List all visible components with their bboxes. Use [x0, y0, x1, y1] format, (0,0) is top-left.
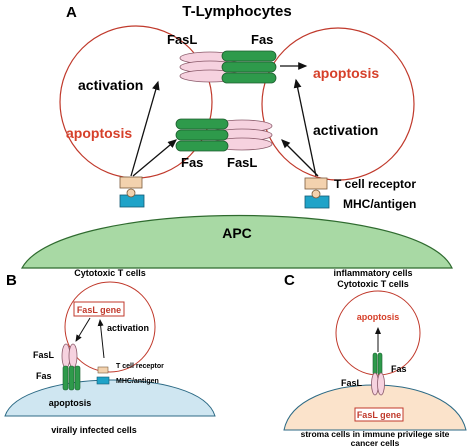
- top-fas-molecule: [221, 72, 277, 84]
- panel-c-bottom-line1: stroma cells in immune privilege site: [301, 429, 450, 439]
- panel-b-fasl-label: FasL: [33, 350, 55, 360]
- arrow-left-receptor-to-activation: [130, 80, 160, 177]
- left-antigen: [126, 188, 136, 198]
- virally-infected-cell: [4, 379, 216, 417]
- panel-b-t-cell: [64, 281, 156, 373]
- panel-c-fas-molecule: [372, 352, 378, 376]
- panel-b-fasl-gene-label: FasL gene: [77, 305, 121, 315]
- left-apoptosis-label: apoptosis: [66, 125, 132, 141]
- bottom-fas-molecule: [175, 118, 229, 130]
- panel-b-activation-label: activation: [107, 323, 149, 333]
- panel-c-fas-molecule: [377, 352, 383, 376]
- bottom-fasl-label: FasL: [227, 155, 257, 170]
- panel-b-t-cell-receptor-label: T cell receptor: [116, 363, 164, 370]
- bottom-fas-molecule: [175, 129, 229, 141]
- bottom-fas-molecule: [175, 140, 229, 152]
- bottom-fas-label: Fas: [181, 155, 203, 170]
- top-fasl-fas-pair: [179, 50, 277, 84]
- right-t-cell-receptor: [304, 177, 328, 190]
- arrow-right-receptor-to-fasl: [281, 139, 319, 177]
- panel-b-fas-molecule: [74, 365, 81, 391]
- panel-b-mhc-antigen: [96, 376, 110, 385]
- t-cell-receptor-label: T cell receptor: [334, 177, 416, 191]
- panel-c-fas-label: Fas: [391, 364, 407, 374]
- top-fas-molecule: [221, 50, 277, 62]
- panel-b-arrow-fasl-expression: [75, 317, 91, 342]
- arrow-right-receptor-to-activation: [293, 78, 317, 177]
- arrow-left-receptor-to-fas: [132, 139, 177, 177]
- panel-c-bottom-line2: cancer cells: [351, 438, 400, 448]
- panel-b-arrow-activation: [97, 319, 105, 359]
- mhc-antigen-label: MHC/antigen: [343, 197, 416, 211]
- panel-b-fas-molecule: [68, 365, 75, 391]
- panel-c-fasl-gene-label: FasL gene: [357, 410, 401, 420]
- bottom-fas-fasl-pair: [175, 118, 273, 152]
- panel-c-apoptosis-label: apoptosis: [357, 312, 400, 322]
- panel-c-letter: C: [284, 272, 295, 289]
- left-activation-label: activation: [78, 77, 143, 93]
- top-fas-label: Fas: [251, 32, 273, 47]
- panel-c-t-cell: [335, 290, 421, 376]
- top-fas-molecule: [221, 61, 277, 73]
- panel-a-title: T-Lymphocytes: [182, 3, 291, 20]
- panel-b-apoptosis-label: apoptosis: [49, 398, 92, 408]
- panel-a-letter: A: [66, 4, 77, 21]
- panel-c: C inflammatory cells Cytotoxic T cells a…: [283, 268, 467, 448]
- apc-label: APC: [222, 225, 252, 241]
- panel-b-fas-label: Fas: [36, 371, 52, 381]
- panel-b-fas-molecule: [62, 365, 69, 391]
- panel-c-fasl-molecule: [377, 372, 385, 396]
- top-fasl-label: FasL: [167, 32, 197, 47]
- panel-b-t-cell-receptor: [97, 366, 109, 374]
- panel-a: A T-Lymphocytes APC FasL Fas: [20, 3, 453, 269]
- right-t-cell: [261, 27, 415, 181]
- panel-b-fasl-molecule: [68, 343, 78, 369]
- panel-b: B Cytotoxic T cells FasL gene activation…: [4, 268, 216, 435]
- right-activation-label: activation: [313, 122, 378, 138]
- right-apoptosis-label: apoptosis: [313, 65, 379, 81]
- panel-b-fasl-gene-box: [73, 301, 125, 317]
- panel-b-letter: B: [6, 272, 17, 289]
- panel-c-title-line1: inflammatory cells: [333, 268, 412, 278]
- panel-b-title: Cytotoxic T cells: [74, 268, 146, 278]
- panel-b-mhc-antigen-label: MHC/antigen: [116, 378, 159, 385]
- right-antigen: [311, 189, 321, 199]
- apc-cell: [20, 214, 453, 269]
- panel-c-fasl-label: FasL: [341, 378, 363, 388]
- panel-c-fasl-gene-box: [354, 407, 404, 422]
- panel-c-title-line2: Cytotoxic T cells: [337, 279, 409, 289]
- panel-b-virally-infected-label: virally infected cells: [51, 425, 137, 435]
- left-t-cell-receptor: [119, 176, 143, 189]
